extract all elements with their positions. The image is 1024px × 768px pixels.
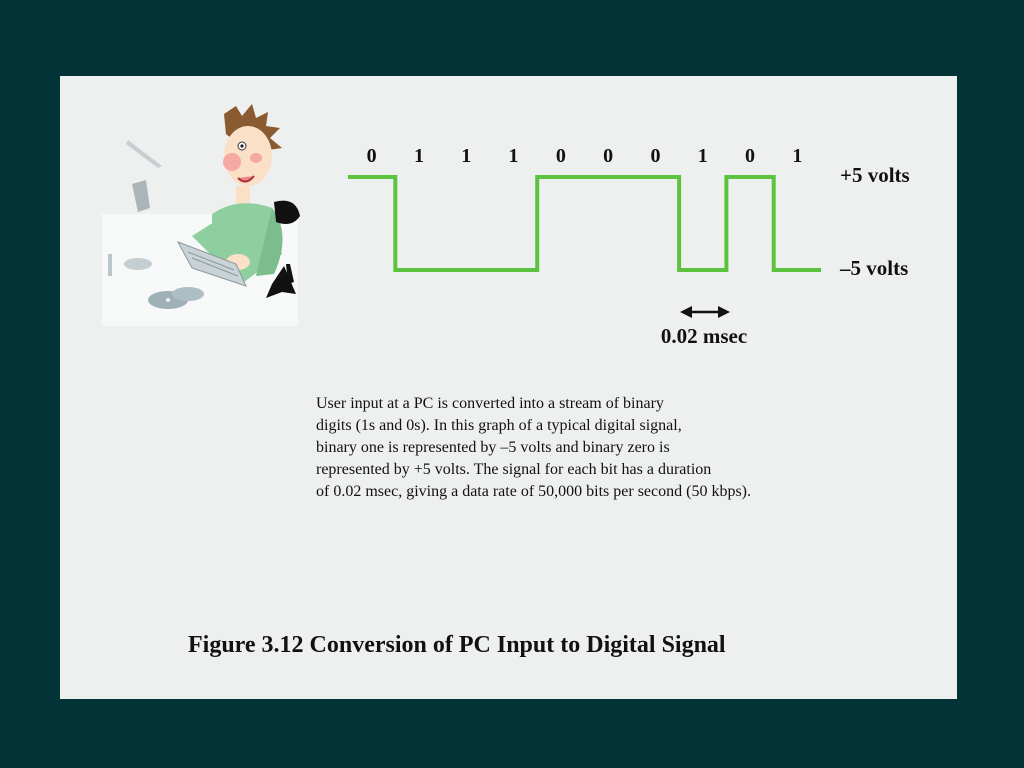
duration-arrow-icon xyxy=(680,306,730,318)
signal-waveform xyxy=(348,175,821,272)
bit-label: 0 xyxy=(367,145,377,167)
duration-label: 0.02 msec xyxy=(661,324,747,348)
caption-line: represented by +5 volts. The signal for … xyxy=(316,461,712,478)
bit-label: 1 xyxy=(414,145,424,167)
caption-text: User input at a PC is converted into a s… xyxy=(316,393,836,503)
bit-label: 1 xyxy=(698,145,708,167)
bit-label: 1 xyxy=(509,145,519,167)
caption-line: binary one is represented by –5 volts an… xyxy=(316,439,670,456)
slide-panel xyxy=(60,76,957,699)
figure-title: Figure 3.12 Conversion of PC Input to Di… xyxy=(188,632,726,658)
bit-label: 1 xyxy=(461,145,471,167)
high-voltage-label: +5 volts xyxy=(840,163,910,187)
bit-labels: 0 1 1 1 0 0 0 1 0 1 xyxy=(367,145,803,167)
bit-label: 0 xyxy=(745,145,755,167)
caption-line: digits (1s and 0s). In this graph of a t… xyxy=(316,417,682,434)
bit-label: 0 xyxy=(650,145,660,167)
bit-label: 0 xyxy=(556,145,566,167)
bit-label: 0 xyxy=(603,145,613,167)
caption-line: of 0.02 msec, giving a data rate of 50,0… xyxy=(316,483,752,500)
digital-signal-diagram: 0 1 1 1 0 0 0 1 0 1 +5 volts –5 volts 0.02 msec xyxy=(348,145,910,348)
caption-line: User input at a PC is converted into a s… xyxy=(316,395,664,412)
low-voltage-label: –5 volts xyxy=(839,256,908,280)
person-at-computer-illustration xyxy=(102,104,300,326)
bit-label: 1 xyxy=(792,145,802,167)
